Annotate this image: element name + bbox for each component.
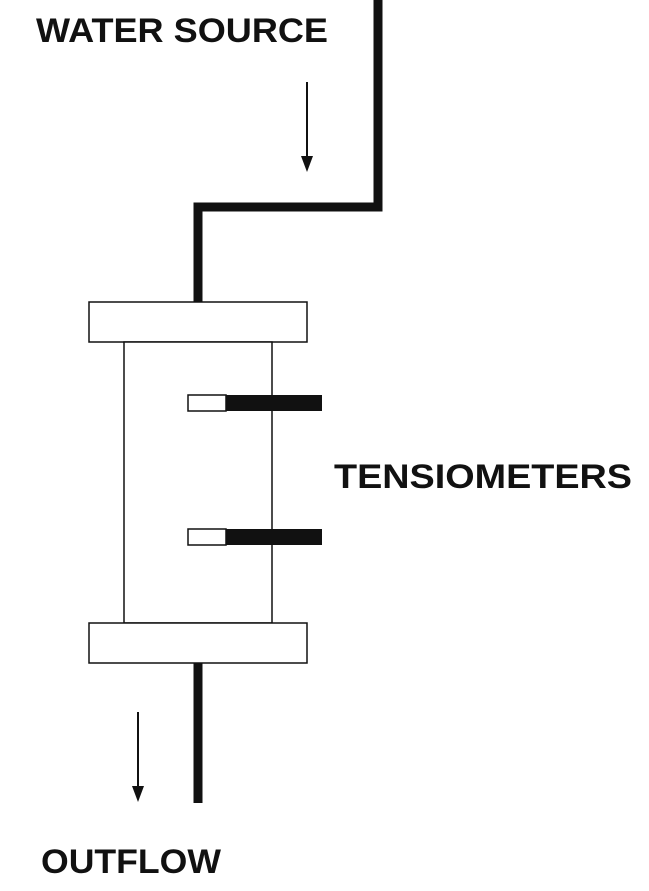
tensiometer-upper-body: [226, 395, 322, 411]
tensiometer-upper-tip: [187, 394, 227, 412]
top-end-cap: [88, 301, 308, 343]
tensiometer-lower-body: [226, 529, 322, 545]
tensiometer-lower-tip: [187, 528, 227, 546]
water-source-label: WATER SOURCE: [36, 12, 328, 50]
inflow-pipe: [193, 0, 383, 302]
tensiometer-lower: [187, 528, 322, 546]
tensiometers-label: TENSIOMETERS: [334, 458, 632, 496]
inflow-arrow-icon: [301, 82, 313, 172]
outflow-arrow-icon: [132, 712, 144, 802]
outflow-label: OUTFLOW: [41, 843, 222, 881]
soil-column: [123, 341, 273, 624]
bottom-end-cap: [88, 622, 308, 664]
tensiometer-upper: [187, 394, 322, 412]
